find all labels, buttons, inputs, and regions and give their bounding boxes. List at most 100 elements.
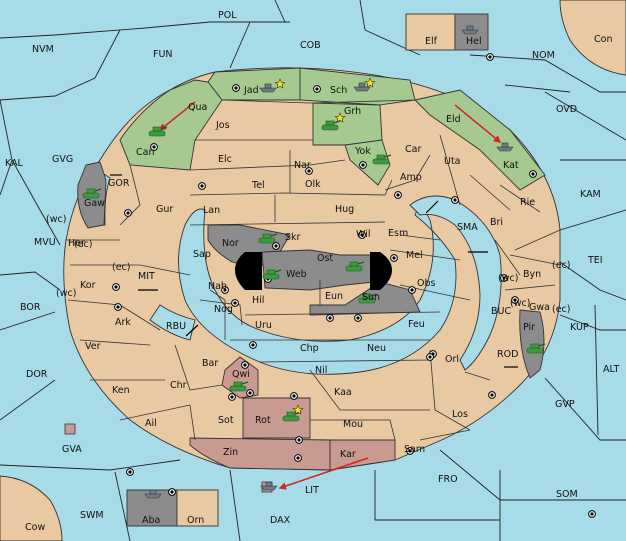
- region-label-zin: Zin: [223, 447, 238, 458]
- region-label-hug: Hug: [335, 204, 354, 215]
- coast-label: (ec): [552, 260, 570, 271]
- region-label-los: Los: [452, 409, 468, 420]
- region-label-nab: Nab: [208, 281, 227, 292]
- region-label-mou: Mou: [343, 419, 363, 430]
- region-label-car: Car: [405, 144, 421, 155]
- region-label-jad: Jad: [243, 85, 259, 96]
- region-label-pir: Pir: [523, 322, 535, 333]
- supply-center: [406, 447, 414, 455]
- region-label-mit: MIT: [138, 271, 155, 282]
- region-label-nog: Nog: [214, 304, 233, 315]
- supply-center: [294, 454, 302, 462]
- region-label-gvg: GVG: [52, 154, 73, 165]
- region-label-ail: Ail: [145, 418, 157, 429]
- coast-label-layer: (wc)(ec)(ec)(wc)(wc)(ec)(wc)(ec): [46, 214, 570, 315]
- region-label-alt: ALT: [603, 364, 619, 375]
- region-label-dor: DOR: [26, 369, 48, 380]
- region-label-aba: Aba: [142, 515, 160, 526]
- black-power-west: [235, 252, 262, 290]
- supply-center: [290, 392, 298, 400]
- supply-center: [198, 182, 206, 190]
- region-label-feu: Feu: [408, 319, 425, 330]
- supply-center: [358, 231, 366, 239]
- region-label-sma: SMA: [457, 222, 478, 233]
- coast-label: (wc): [46, 214, 66, 225]
- region-label-kor: Kor: [80, 280, 96, 291]
- supply-center: [232, 84, 240, 92]
- supply-center: [500, 274, 508, 282]
- region-label-nor: Nor: [222, 238, 239, 249]
- supply-center: [394, 191, 402, 199]
- supply-center: [529, 170, 537, 178]
- convoy-arrows: [110, 174, 518, 368]
- supply-center: [221, 286, 229, 294]
- region-label-gaw: Gaw: [84, 198, 105, 209]
- supply-center: [228, 393, 236, 401]
- region-label-swm: SWM: [80, 510, 104, 521]
- supply-center: [305, 167, 313, 175]
- region-elf[interactable]: [405, 13, 456, 51]
- supply-center: [112, 283, 120, 291]
- region-label-nar: Nar: [294, 160, 311, 171]
- region-label-eun: Eun: [325, 291, 343, 302]
- region-label-orn: Orn: [187, 515, 204, 526]
- supply-center: [150, 143, 158, 151]
- star-icon: [292, 404, 304, 415]
- supply-center: [231, 299, 239, 307]
- black-power-east: [370, 252, 392, 290]
- supply-center: [168, 488, 176, 496]
- region-label-nvm: NVM: [32, 44, 54, 55]
- supply-center: [588, 510, 596, 518]
- region-label-web: Web: [286, 269, 307, 280]
- supply-center: [486, 53, 494, 61]
- supply-center-layer: [112, 53, 596, 518]
- region-label-sch: Sch: [330, 85, 347, 96]
- supply-center: [114, 303, 122, 311]
- region-label-chr: Chr: [170, 380, 187, 391]
- region-label-qua: Qua: [188, 102, 207, 113]
- coast-label: (wc): [498, 273, 518, 284]
- region-label-mel: Mel: [406, 250, 423, 261]
- region-hel[interactable]: [454, 13, 489, 51]
- region-label-uru: Uru: [255, 320, 272, 331]
- supply-center: [241, 361, 249, 369]
- region-cow[interactable]: [0, 475, 63, 541]
- supply-center: [246, 389, 254, 397]
- star-icon: [364, 77, 376, 88]
- region-label-obs: Obs: [417, 278, 436, 289]
- region-label-can: Can: [136, 147, 154, 158]
- unit-layer: [82, 25, 546, 499]
- region-label-cob: COB: [300, 40, 321, 51]
- region-label-pol: POL: [218, 10, 237, 21]
- region-label-sam: Sam: [404, 444, 425, 455]
- region-label-elc: Elc: [218, 154, 232, 165]
- star-icon: [334, 112, 346, 123]
- region-label-her: Her: [68, 238, 85, 249]
- region-label-gvp: GVP: [555, 399, 575, 410]
- region-label-olk: Olk: [305, 179, 321, 190]
- order-arrows: [158, 101, 502, 490]
- region-label-kam: KAM: [580, 189, 601, 200]
- coast-label: (wc): [56, 288, 76, 299]
- supply-center: [295, 436, 303, 444]
- region-label-lit: LIT: [305, 485, 319, 496]
- region-label-ken: Ken: [112, 385, 130, 396]
- region-label-uta: Uta: [444, 156, 461, 167]
- region-label-gwa: Gwa: [529, 302, 550, 313]
- supply-center: [426, 353, 434, 361]
- region-label-wil: Wil: [356, 229, 370, 240]
- region-con[interactable]: [559, 0, 626, 76]
- region-label-sot: Sot: [218, 415, 234, 426]
- region-label-bar: Bar: [202, 358, 218, 369]
- region-label-eld: Eld: [446, 114, 461, 125]
- region-orn[interactable]: [176, 489, 219, 527]
- region-label-kup: KUP: [570, 322, 589, 333]
- province-borders: [66, 99, 561, 441]
- region-label-gur: Gur: [156, 204, 173, 215]
- region-label-sap: Sap: [193, 249, 211, 260]
- region-label-jos: Jos: [215, 120, 230, 131]
- region-label-bri: Bri: [490, 217, 503, 228]
- region-label-sun: Sun: [362, 292, 380, 303]
